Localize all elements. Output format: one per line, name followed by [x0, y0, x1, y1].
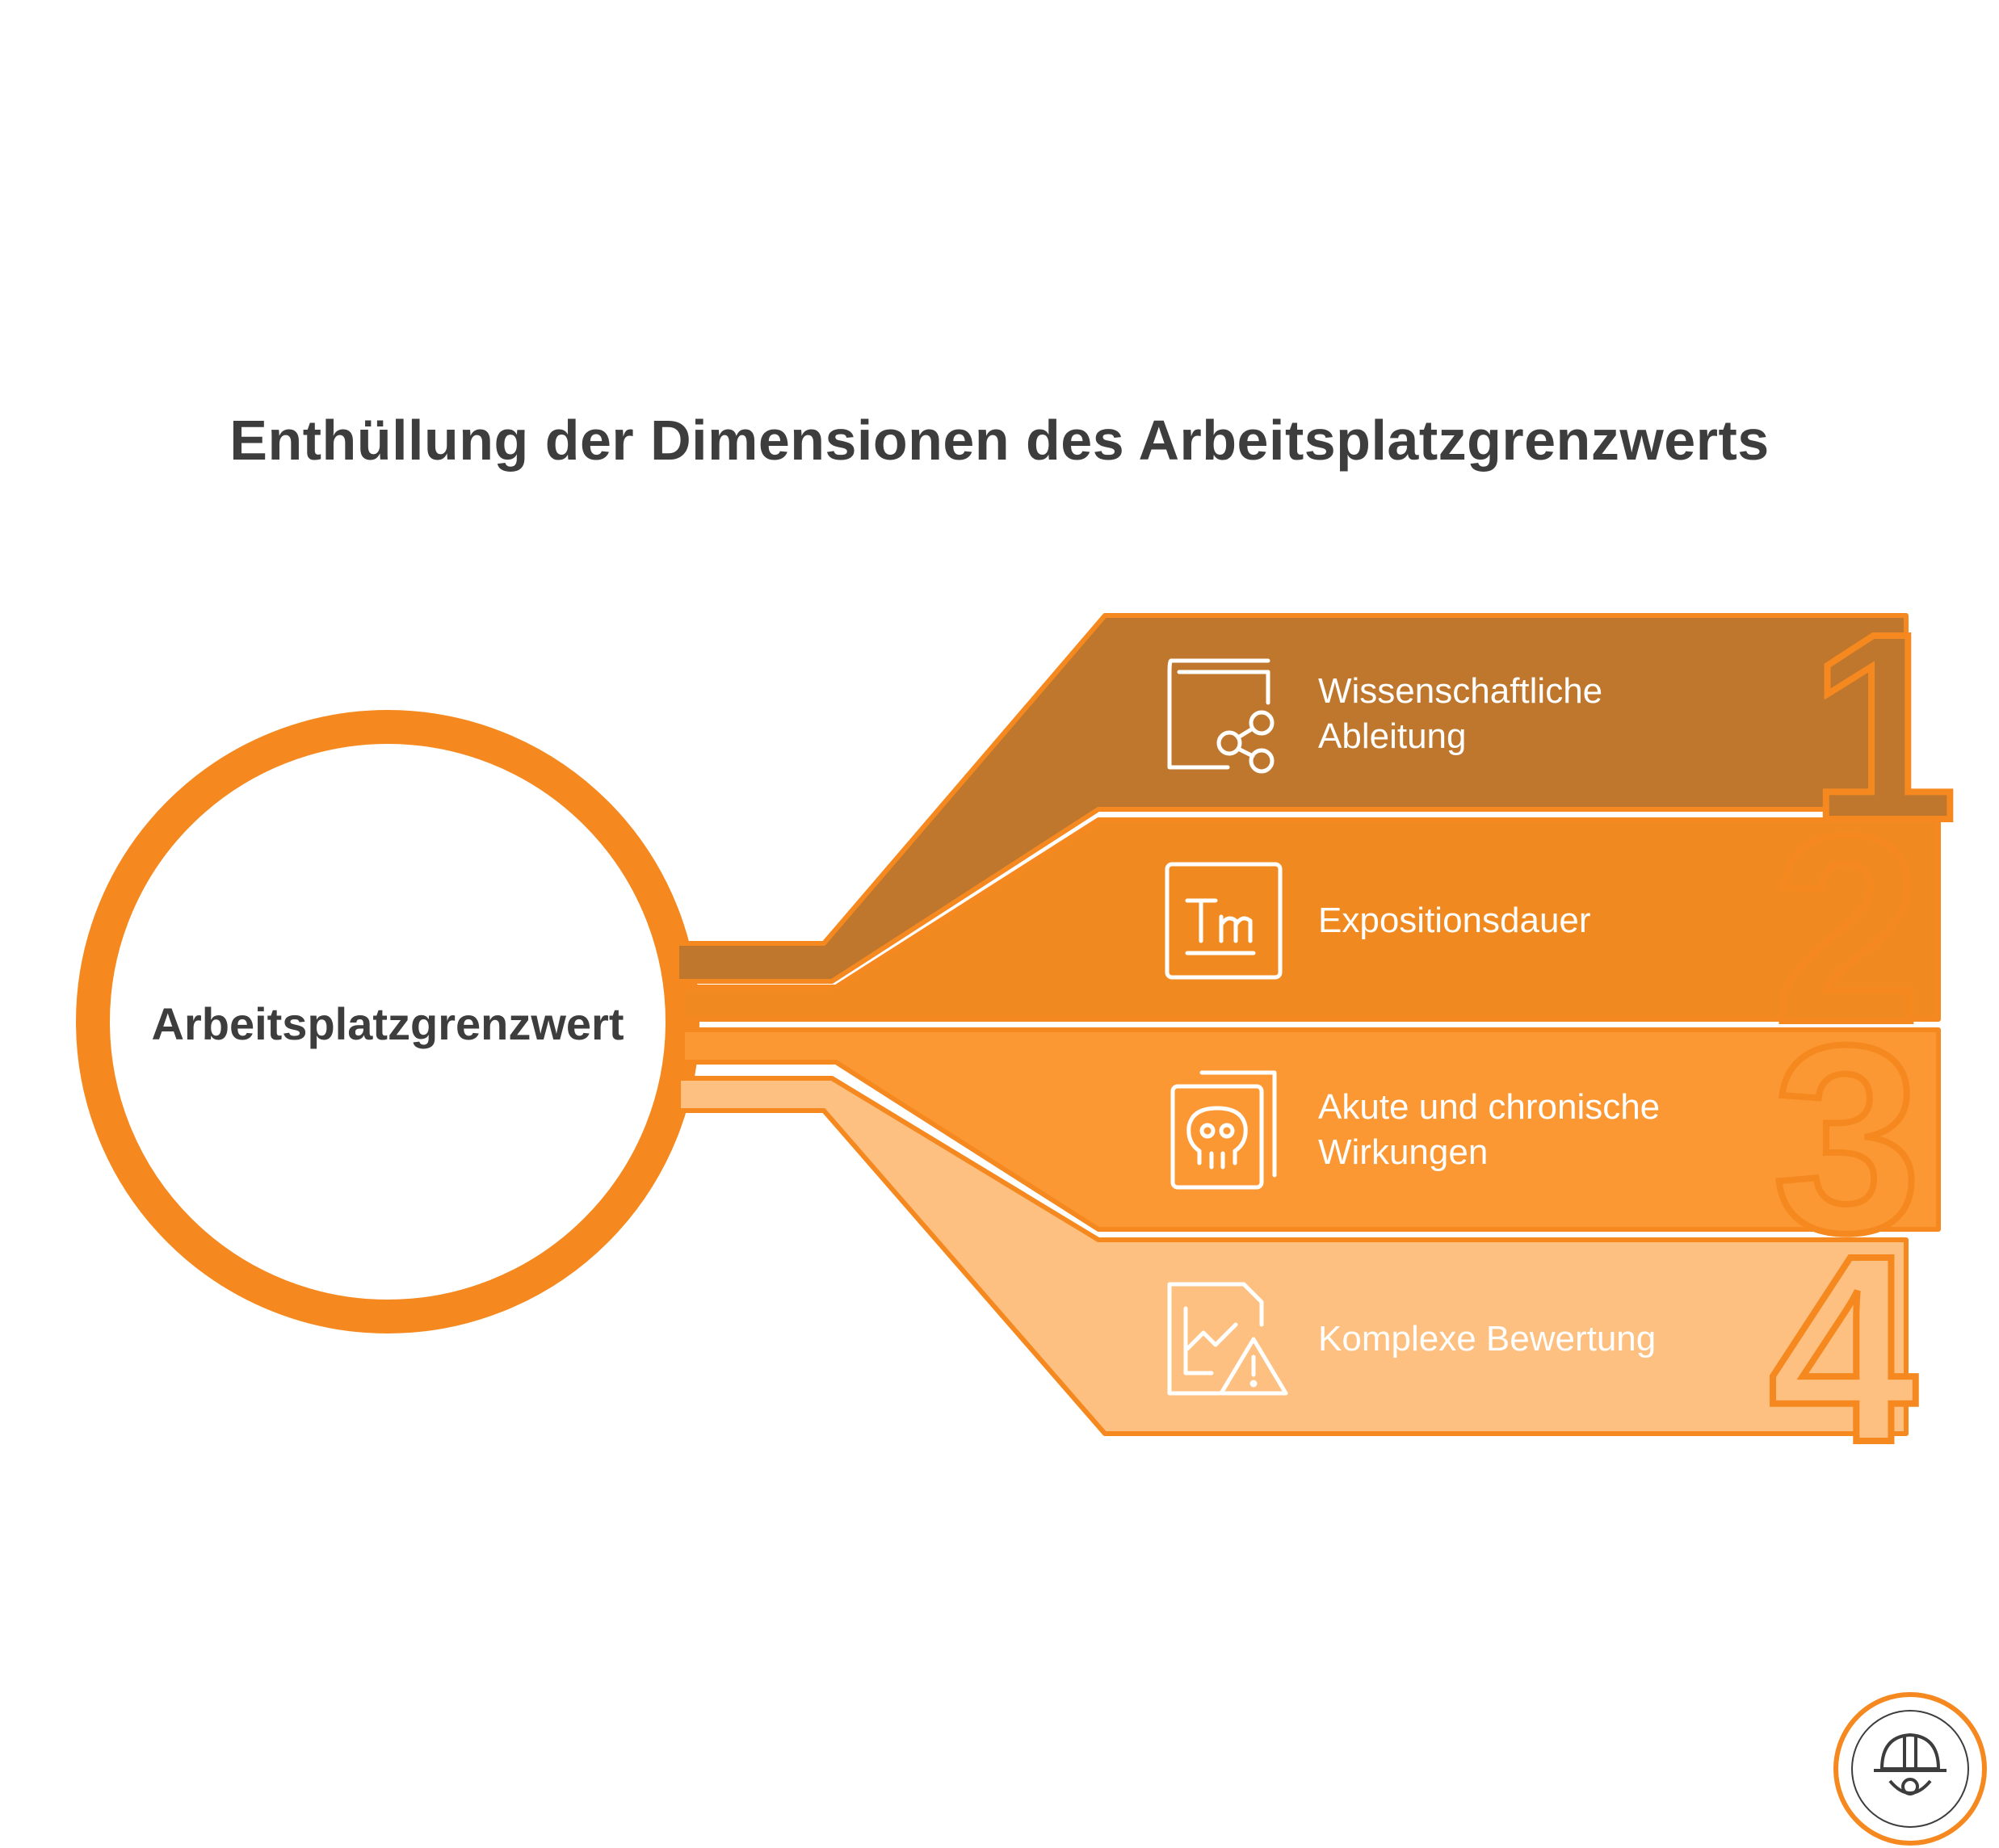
book-share-icon	[1167, 658, 1275, 774]
chart-warning-icon	[1167, 1282, 1288, 1396]
item-3-label: Akute und chronische Wirkungen	[1318, 1085, 1738, 1175]
item-1-line1: Wissenschaftliche	[1318, 671, 1603, 711]
band-3	[680, 1027, 1941, 1232]
hardhat-gear-icon	[1874, 1733, 1947, 1796]
logo-badge	[1833, 1692, 1987, 1846]
item-2-label: Expositionsdauer	[1318, 898, 1738, 943]
page-title: Enthüllung der Dimensionen des Arbeitspl…	[229, 409, 1770, 472]
item-1-label: Wissenschaftliche Ableitung	[1318, 669, 1738, 759]
item-3-line2: Wirkungen	[1318, 1132, 1489, 1172]
item-2-line1: Expositionsdauer	[1318, 901, 1591, 940]
item-4-label: Komplexe Bewertung	[1318, 1317, 1738, 1362]
band-4	[676, 1076, 1909, 1436]
item-1-number: 1	[1806, 578, 1961, 876]
item-1-line2: Ableitung	[1318, 716, 1467, 756]
item-4-number: 4	[1766, 1199, 1921, 1497]
item-3-number: 3	[1770, 989, 1925, 1287]
item-2-number: 2	[1770, 779, 1925, 1077]
band-1	[674, 613, 1909, 984]
hub-label: Arbeitsplatzgrenzwert	[151, 998, 624, 1049]
item-4-line1: Komplexe Bewertung	[1318, 1319, 1657, 1359]
band-2	[680, 817, 1941, 1022]
item-3-line1: Akute und chronische	[1318, 1087, 1661, 1127]
skull-document-icon	[1170, 1070, 1277, 1190]
time-measure-icon	[1165, 862, 1283, 980]
